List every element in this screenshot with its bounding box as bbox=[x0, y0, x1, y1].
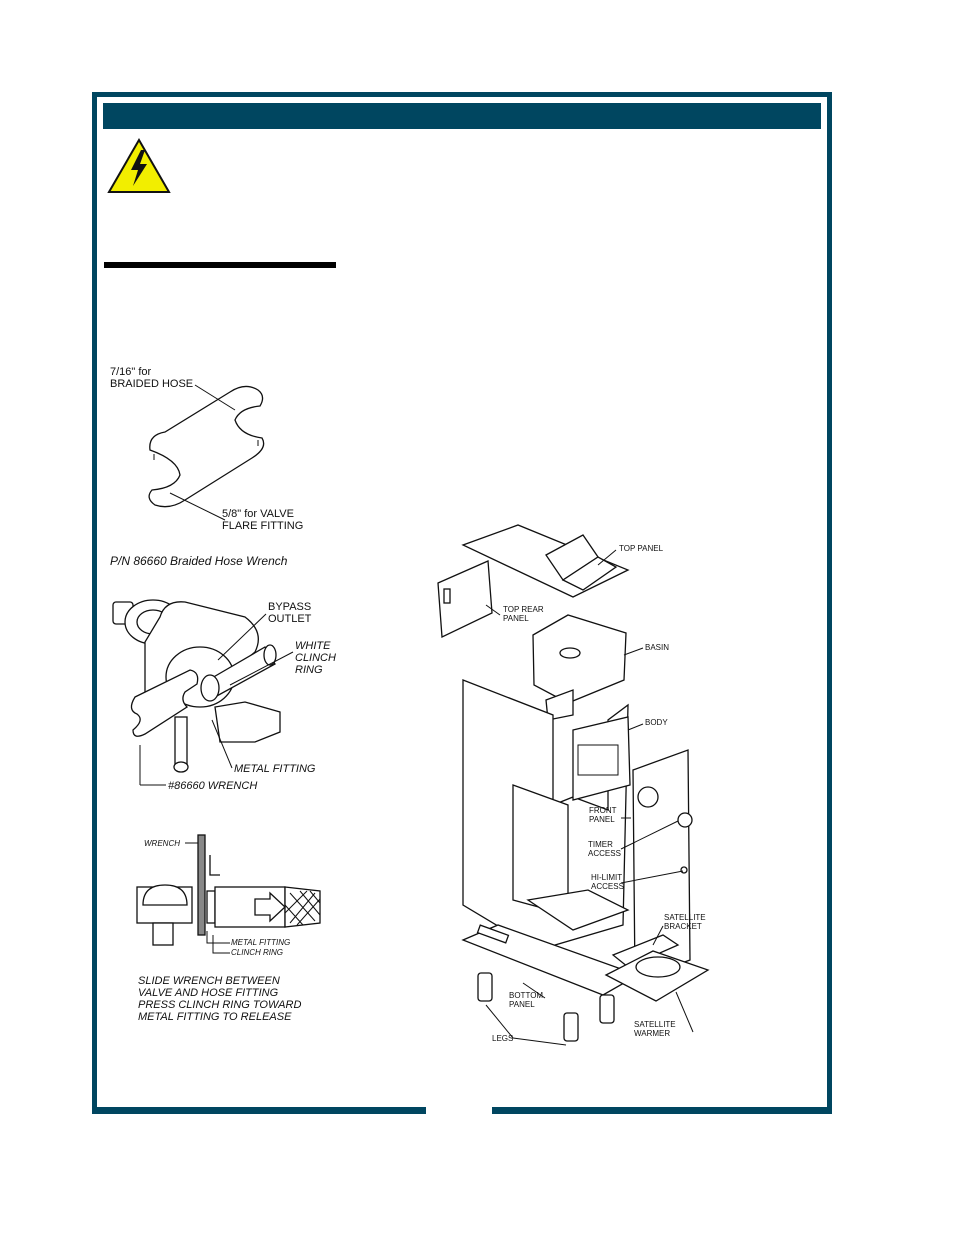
label-top-rear-panel: TOP REAR PANEL bbox=[503, 605, 544, 623]
clinch-label-wrench: WRENCH bbox=[144, 839, 180, 848]
clinch-drawing bbox=[136, 834, 321, 954]
valve-leader-lines bbox=[139, 613, 294, 786]
wrench-label-braided: 7/16" for BRAIDED HOSE bbox=[110, 366, 194, 390]
valve-label-bypass: BYPASS OUTLET bbox=[268, 601, 312, 625]
valve-label-wrench: #86660 WRENCH bbox=[168, 780, 258, 792]
wrench-drawing bbox=[148, 384, 265, 521]
label-body: BODY bbox=[645, 718, 668, 727]
label-satellite-warmer: SATELLITE WARMER bbox=[634, 1020, 676, 1038]
label-hi-limit-access: HI-LIMIT ACCESS bbox=[591, 873, 624, 891]
label-bottom-panel: BOTTOM PANEL bbox=[509, 991, 544, 1009]
exploded-view-drawing bbox=[437, 524, 710, 1042]
valve-drawing bbox=[112, 599, 281, 773]
label-legs: LEGS bbox=[492, 1034, 514, 1043]
frame-bottom-right bbox=[492, 1107, 832, 1114]
clinch-label-metal: METAL FITTING bbox=[231, 938, 291, 947]
electrical-hazard-icon bbox=[107, 137, 171, 193]
label-satellite-bracket: SATELLITE BRACKET bbox=[664, 913, 706, 931]
exploded-view-leader-lines bbox=[485, 549, 694, 1046]
section-rule bbox=[104, 262, 336, 268]
page-frame bbox=[92, 92, 832, 1114]
label-timer-access: TIMER ACCESS bbox=[588, 840, 621, 858]
header-bar bbox=[103, 103, 821, 129]
frame-bottom-left bbox=[92, 1107, 426, 1114]
wrench-label-valve: 5/8" for VALVE FLARE FITTING bbox=[222, 508, 304, 532]
valve-label-clinch: WHITE CLINCH RING bbox=[295, 640, 336, 676]
wrench-caption: P/N 86660 Braided Hose Wrench bbox=[110, 554, 288, 568]
clinch-label-ring: CLINCH RING bbox=[231, 948, 284, 957]
label-top-panel: TOP PANEL bbox=[619, 544, 664, 553]
label-front-panel: FRONT PANEL bbox=[589, 806, 617, 824]
valve-label-metal: METAL FITTING bbox=[234, 763, 316, 775]
label-basin: BASIN bbox=[645, 643, 670, 652]
clinch-instructions: SLIDE WRENCH BETWEEN VALVE AND HOSE FITT… bbox=[138, 975, 302, 1023]
